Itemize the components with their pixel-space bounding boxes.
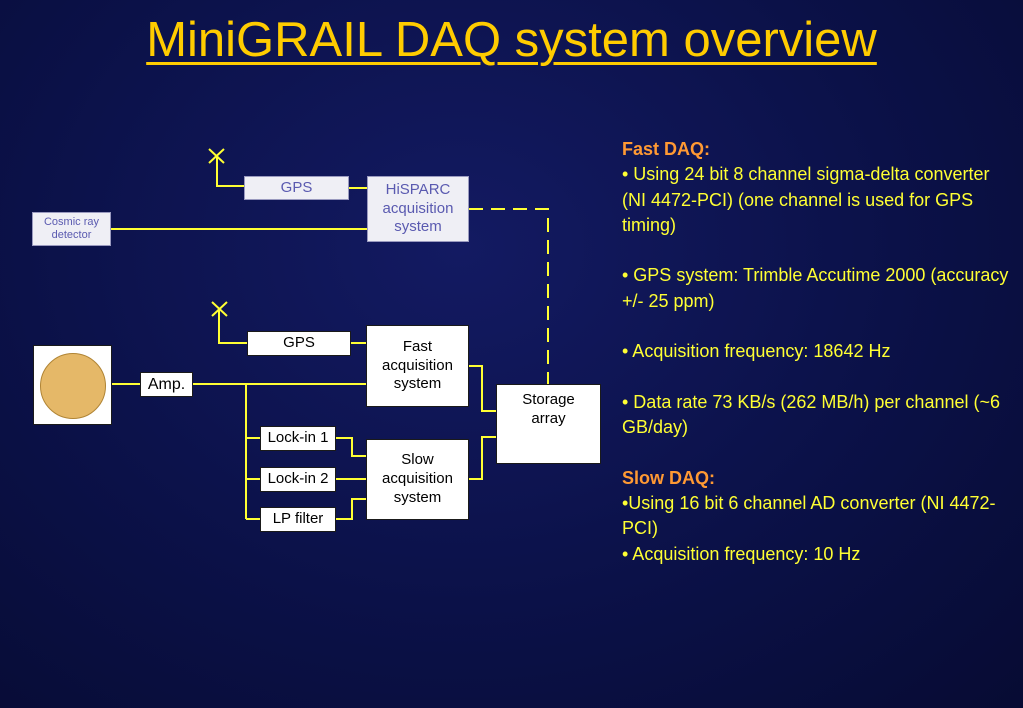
gps-box: GPS (247, 331, 351, 356)
page-title: MiniGRAIL DAQ system overview (146, 13, 877, 67)
sphere-detector-icon (40, 353, 106, 419)
amp-box: Amp. (140, 372, 193, 397)
note-item: • Acquisition frequency: 10 Hz (622, 543, 861, 564)
notes-panel: Fast DAQ: • Using 24 bit 8 channel sigma… (622, 137, 1012, 567)
slow-daq-heading: Slow DAQ: (622, 467, 715, 488)
lock-in-2-box: Lock-in 2 (260, 467, 336, 492)
lock-in-1-box: Lock-in 1 (260, 426, 336, 451)
slow-acquisition-box: Slow acquisition system (366, 439, 469, 520)
antenna-icon (211, 301, 247, 344)
note-item: •Using 16 bit 6 channel AD converter (NI… (622, 493, 996, 539)
lp-filter-box: LP filter (260, 507, 336, 532)
cosmic-ray-detector-box: Cosmic ray detector (32, 212, 111, 246)
hisparc-acquisition-box: HiSPARC acquisition system (367, 176, 469, 242)
storage-array-box: Storage array (496, 384, 601, 464)
fast-daq-heading: Fast DAQ: (622, 139, 711, 159)
fast-acquisition-box: Fast acquisition system (366, 325, 469, 407)
note-item: • Using 24 bit 8 channel sigma-delta con… (622, 164, 990, 235)
hisparc-gps-box: GPS (244, 176, 349, 200)
note-item: • GPS system: Trimble Accutime 2000 (acc… (622, 265, 1009, 311)
note-item: • Data rate 73 KB/s (262 MB/h) per chann… (622, 391, 1000, 438)
note-item: • Acquisition frequency: 18642 Hz (622, 341, 891, 362)
antenna-icon (208, 148, 244, 187)
